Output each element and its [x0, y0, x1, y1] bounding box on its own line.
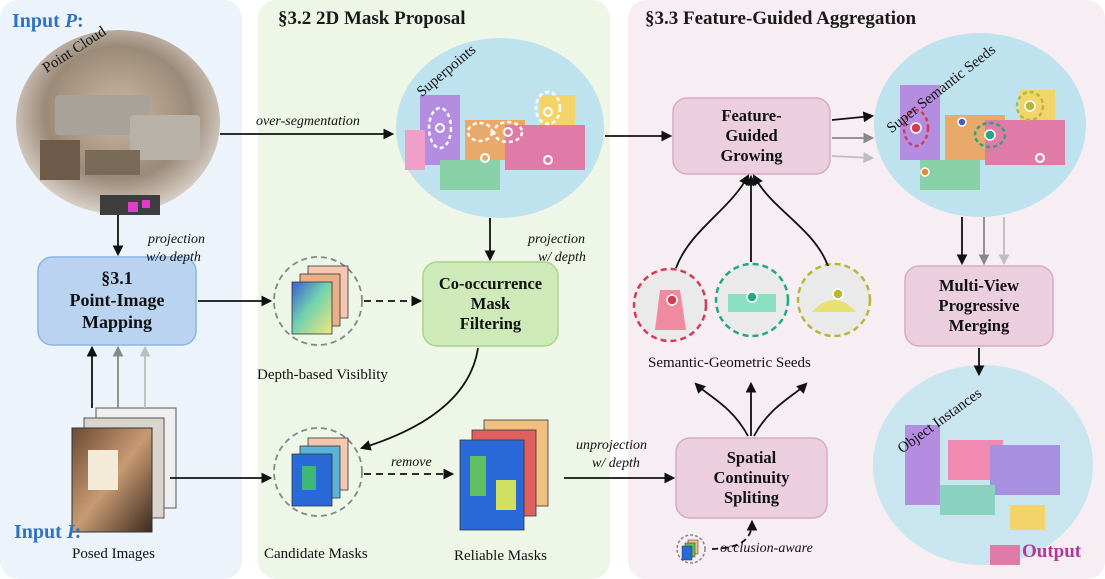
node-feature-guided-growing-box — [672, 97, 831, 175]
arrow-scs-to-seed-red — [694, 382, 749, 437]
section-33-title: §3.3 Feature-Guided Aggregation — [645, 8, 917, 29]
node-point-image-mapping-box — [37, 256, 197, 346]
candidate-masks-label: Candidate Masks — [264, 546, 368, 562]
projection-w-label-1: projection — [528, 232, 586, 247]
remove-label: remove — [391, 455, 432, 470]
projection-wo-label-1: projection — [148, 232, 206, 247]
arrow-scs-to-seed-olive — [753, 382, 808, 437]
posed-images-label: Posed Images — [72, 546, 155, 562]
reliable-masks-label: Reliable Masks — [454, 548, 547, 564]
posed-images-stack — [71, 407, 177, 533]
arrow-seed-red-to-fgg — [675, 174, 750, 269]
arrow-seed-olive-to-fgg — [752, 174, 829, 267]
arrow-fgg-to-sss-1 — [831, 111, 875, 123]
node-spatial-continuity-box — [675, 437, 828, 519]
arrow-fgg-to-sss-3 — [831, 152, 875, 163]
arrow-occlusion-to-scs — [711, 519, 758, 550]
occlusion-aware-label: occlusion-aware — [720, 541, 813, 556]
node-co-occurrence-box — [422, 261, 559, 347]
input-p-title: Input P: — [12, 10, 84, 32]
output-label: Output — [1022, 541, 1082, 562]
arrow-cmf-to-candidate — [359, 347, 479, 451]
input-i-title: Input I: — [14, 521, 82, 543]
depth-visibility-icon — [273, 256, 363, 346]
object-instances-image — [873, 365, 1093, 565]
semantic-geometric-seeds-label: Semantic-Geometric Seeds — [648, 355, 811, 371]
semantic-geometric-seeds — [632, 262, 872, 343]
section-32-title: §3.2 2D Mask Proposal — [278, 8, 466, 29]
candidate-masks-icon — [273, 427, 363, 517]
over-segmentation-label: over-segmentation — [256, 114, 360, 129]
superpoints-image — [396, 38, 604, 218]
unprojection-label-2: w/ depth — [592, 456, 640, 471]
reliable-masks-icon — [459, 419, 549, 531]
depth-visibility-label: Depth-based Visiblity — [257, 367, 388, 383]
occlusion-aware-icon — [676, 534, 706, 564]
unprojection-label-1: unprojection — [576, 438, 648, 453]
point-cloud-image — [16, 30, 220, 215]
super-semantic-seeds-image — [874, 33, 1086, 217]
projection-wo-label-2: w/o depth — [146, 250, 201, 265]
node-multi-view-merging-box — [904, 265, 1054, 347]
projection-w-label-2: w/ depth — [538, 250, 586, 265]
